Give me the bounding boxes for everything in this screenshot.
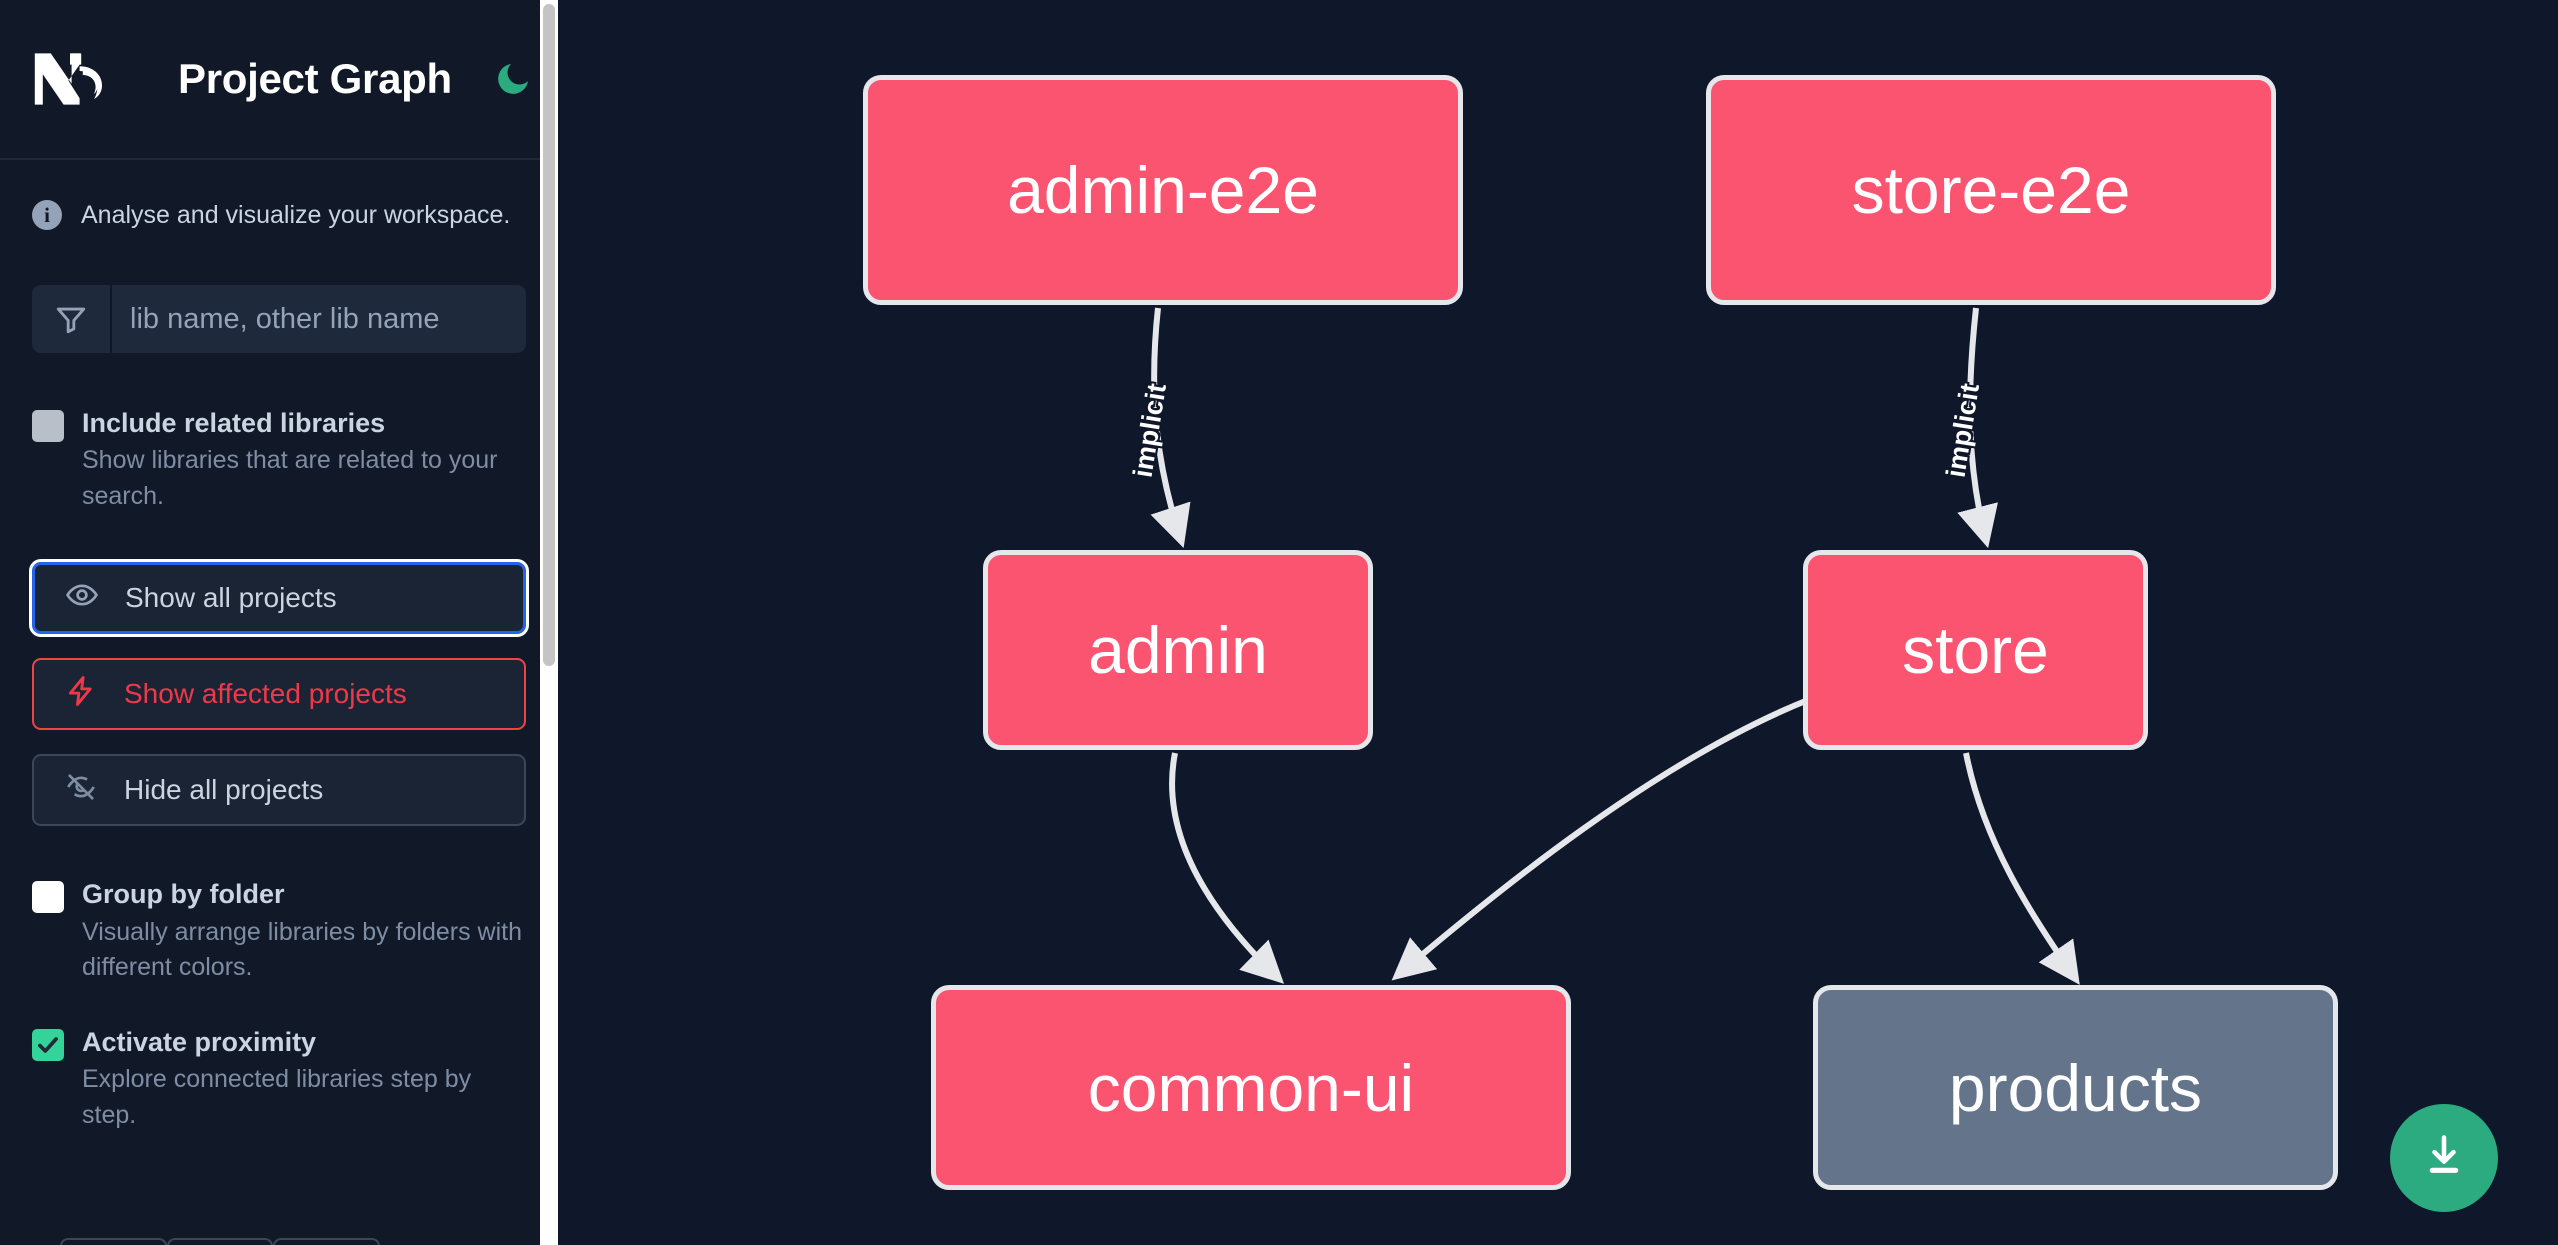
segment-3[interactable] bbox=[273, 1238, 381, 1245]
search-input[interactable] bbox=[112, 285, 526, 353]
option-include-related-libraries[interactable]: Include related libraries Show libraries… bbox=[0, 405, 558, 514]
sidebar-header: Project Graph bbox=[0, 0, 558, 160]
search-field[interactable] bbox=[32, 285, 526, 353]
checkbox-activate-proximity[interactable] bbox=[32, 1028, 64, 1061]
option-description: Show libraries that are related to your … bbox=[82, 446, 498, 510]
sidebar-scrollbar[interactable] bbox=[540, 0, 558, 1245]
graph-node-store-e2e[interactable]: store-e2e bbox=[1706, 75, 2276, 305]
workspace-info: i Analyse and visualize your workspace. bbox=[0, 160, 558, 230]
filter-funnel-icon bbox=[32, 285, 112, 353]
button-label: Show affected projects bbox=[124, 678, 407, 710]
segmented-control-partial[interactable] bbox=[60, 1238, 381, 1245]
node-label: admin-e2e bbox=[1007, 153, 1319, 227]
node-label: store-e2e bbox=[1851, 153, 2131, 227]
node-label: products bbox=[1948, 1050, 2203, 1125]
lightning-bolt-icon bbox=[64, 674, 98, 715]
graph-node-admin[interactable]: admin bbox=[983, 550, 1373, 750]
checkbox-include-related-libraries[interactable] bbox=[32, 410, 64, 442]
edge-admin-to-common-ui bbox=[1169, 752, 1285, 984]
show-all-projects-button[interactable]: Show all projects bbox=[29, 559, 529, 638]
node-label: admin bbox=[1088, 613, 1268, 687]
checkbox-group-by-folder[interactable] bbox=[32, 881, 64, 914]
option-label: Activate proximity bbox=[82, 1026, 317, 1057]
option-activate-proximity[interactable]: Activate proximity Explore connected lib… bbox=[0, 1024, 558, 1133]
button-label: Show all projects bbox=[125, 582, 337, 614]
show-affected-projects-button[interactable]: Show affected projects bbox=[32, 658, 526, 731]
download-image-button[interactable] bbox=[2390, 1104, 2498, 1212]
graph-node-store[interactable]: store bbox=[1803, 550, 2148, 750]
graph-node-products[interactable]: products bbox=[1813, 985, 2338, 1190]
eye-slash-icon bbox=[64, 770, 98, 811]
edge-store-to-products bbox=[1963, 752, 2080, 985]
graph-node-common-ui[interactable]: common-ui bbox=[931, 985, 1571, 1190]
edge-admin-e2e-to-admin bbox=[1150, 307, 1191, 548]
eye-icon bbox=[65, 578, 99, 619]
option-label: Group by folder bbox=[82, 879, 285, 910]
page-title: Project Graph bbox=[178, 55, 452, 102]
node-label: store bbox=[1902, 613, 2049, 687]
option-label: Include related libraries bbox=[82, 408, 386, 438]
moon-icon[interactable] bbox=[490, 56, 536, 102]
download-icon bbox=[2418, 1130, 2470, 1187]
node-label: common-ui bbox=[1087, 1050, 1415, 1125]
edge-store-to-common-ui bbox=[1391, 697, 1810, 981]
option-description: Visually arrange libraries by folders wi… bbox=[82, 917, 523, 982]
option-group-by-folder[interactable]: Group by folder Visually arrange librari… bbox=[0, 876, 558, 985]
project-graph-canvas[interactable]: admin-e2e store-e2e admin store common-u… bbox=[558, 0, 2558, 1245]
segment-2[interactable] bbox=[166, 1238, 274, 1245]
projects-action-buttons: Show all projects Show affected projects… bbox=[29, 559, 529, 827]
graph-node-admin-e2e[interactable]: admin-e2e bbox=[863, 75, 1463, 305]
graph-edges bbox=[1150, 307, 2080, 985]
button-label: Hide all projects bbox=[124, 774, 324, 806]
sidebar: Project Graph i Analyse and visualize yo… bbox=[0, 0, 558, 1245]
sidebar-scrollbar-thumb[interactable] bbox=[543, 4, 555, 666]
info-icon: i bbox=[32, 200, 62, 230]
segment-1[interactable] bbox=[60, 1238, 167, 1245]
edge-store-e2e-to-store bbox=[1957, 307, 1998, 549]
workspace-info-text: Analyse and visualize your workspace. bbox=[81, 200, 511, 229]
hide-all-projects-button[interactable]: Hide all projects bbox=[32, 754, 526, 827]
nx-logo-icon bbox=[30, 47, 126, 111]
option-description: Explore connected libraries step by step… bbox=[82, 1065, 472, 1129]
